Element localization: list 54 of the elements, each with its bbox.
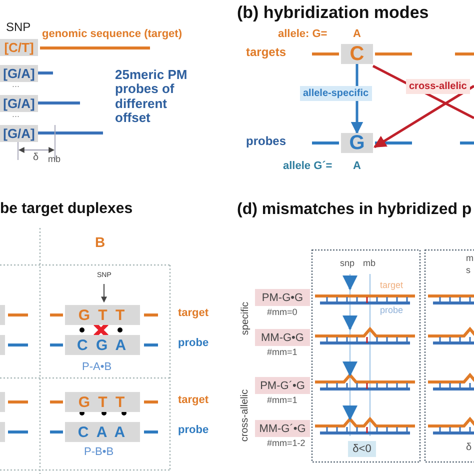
panel-title: (b) hybridization modes [237, 4, 429, 23]
label-box: PM-G´•G [255, 377, 310, 394]
base-box: [G/A] [0, 95, 38, 112]
base-box: [C/T] [0, 39, 38, 56]
base-box: C [341, 44, 373, 64]
label-text: ... [12, 110, 20, 120]
label-text: A [353, 160, 361, 172]
label-text: probe [178, 337, 209, 350]
base-box: [G/A] [0, 125, 38, 142]
label-text: P-A•B [82, 361, 112, 374]
label-box: MM-G•G [255, 329, 310, 346]
label-text: allele: G= [278, 28, 328, 40]
mismatch-count: #mm=1 [267, 396, 298, 406]
base-box: [G/A] [0, 65, 38, 82]
label-text: targets [246, 46, 286, 60]
label-box: PM-G•G [255, 289, 310, 306]
label-text: cross-allelic [240, 388, 251, 442]
edge-label: cross-allelic [406, 79, 470, 94]
label-text: snp [340, 259, 355, 269]
label-text: probe [178, 424, 209, 436]
label-text: target [380, 281, 404, 291]
panel-title: (d) mismatches in hybridized p [237, 201, 472, 219]
base-box: G T T [65, 305, 140, 325]
label-text: probe [380, 306, 404, 316]
base-box: G T T [65, 392, 140, 412]
label-text: s [466, 266, 470, 276]
label-text: target [178, 394, 209, 406]
label-text: probes [246, 135, 286, 148]
label-text: P-B•B [84, 446, 114, 458]
mismatch-count: #mm=1-2 [267, 439, 306, 449]
label-text: B [95, 235, 106, 250]
label-text: genomic sequence (target) [42, 28, 182, 40]
note-text: 25meric PM probes of different offset [115, 68, 188, 126]
value-box: δ<0 [348, 441, 376, 457]
caption-text: SNP [6, 21, 31, 34]
label-text: A [353, 28, 361, 40]
base-box: G [341, 133, 373, 153]
label-text: ... [12, 80, 20, 90]
mismatch-count: #mm=1 [267, 348, 298, 358]
label-text: specific [240, 301, 251, 335]
base-box: C G A [65, 335, 140, 355]
label-text: δ [466, 442, 472, 453]
label-text: allele G´= [283, 160, 332, 172]
label-text: δ [33, 152, 39, 163]
mismatch-count: #mm=0 [267, 308, 298, 318]
label-box: MM-G´•G [255, 420, 310, 437]
arrow [374, 84, 474, 148]
label-text: mb [363, 259, 376, 269]
label-text: target [178, 307, 209, 320]
label-text: mb [48, 155, 61, 165]
label-text: m [466, 254, 474, 264]
edge-label: allele-specific [300, 86, 372, 101]
panel-title: be target duplexes [0, 201, 133, 218]
base-box: C A A [65, 422, 140, 442]
